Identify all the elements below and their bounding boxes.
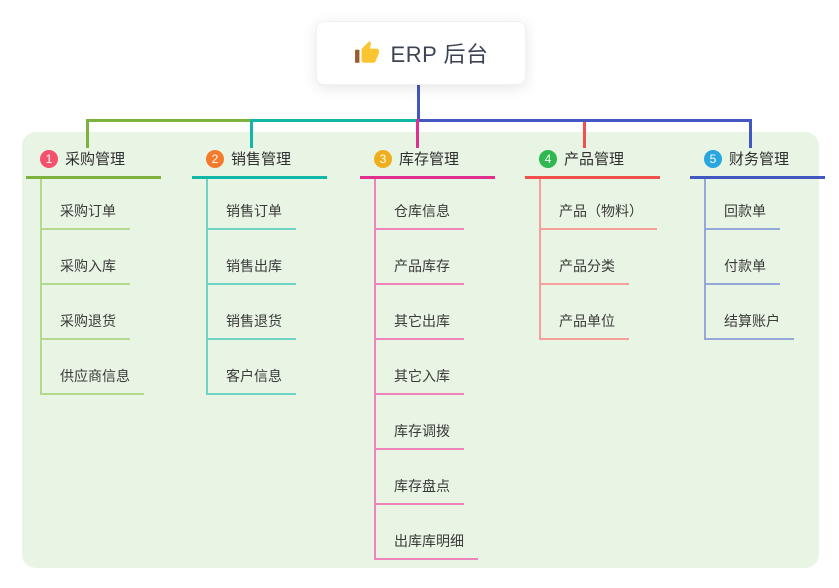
leaf-node[interactable]: 结算账户	[706, 285, 794, 340]
leaf-label: 采购订单	[60, 203, 116, 219]
branch-node[interactable]: 1 采购管理	[26, 148, 162, 179]
branch-label: 销售管理	[231, 151, 292, 168]
leaf-label: 其它入库	[394, 368, 450, 384]
connector-line	[419, 119, 752, 122]
leaf-node[interactable]: 采购退货	[42, 285, 130, 340]
leaf-node[interactable]: 回款单	[706, 179, 780, 230]
leaf-node[interactable]: 产品分类	[541, 230, 629, 285]
leaf-label: 客户信息	[226, 368, 282, 384]
leaf-node[interactable]: 采购入库	[42, 230, 130, 285]
branch-column: 1 采购管理采购订单采购入库采购退货供应商信息	[26, 148, 162, 395]
leaf-node[interactable]: 库存调拨	[376, 395, 464, 450]
leaf-label: 仓库信息	[394, 203, 450, 219]
branch-children: 仓库信息产品库存其它出库其它入库库存调拨库存盘点出库库明细	[374, 179, 495, 560]
leaf-label: 产品库存	[394, 258, 450, 274]
leaf-node[interactable]: 产品单位	[541, 285, 629, 340]
branch-label: 采购管理	[65, 151, 126, 168]
leaf-node[interactable]: 仓库信息	[376, 179, 464, 230]
leaf-node[interactable]: 其它出库	[376, 285, 464, 340]
branch-children: 销售订单销售出库销售退货客户信息	[206, 179, 327, 395]
branch-number-badge: 3	[374, 149, 392, 168]
branch-column: 4 产品管理产品（物料） 产品分类产品单位	[525, 148, 661, 340]
root-node[interactable]: ERP 后台	[316, 21, 526, 85]
leaf-node[interactable]: 供应商信息	[42, 340, 144, 395]
leaf-label: 结算账户	[724, 313, 780, 329]
leaf-node[interactable]: 产品库存	[376, 230, 464, 285]
branch-label: 产品管理	[564, 151, 625, 168]
root-title: ERP 后台	[390, 42, 489, 67]
leaf-label: 出库库明细	[394, 533, 464, 549]
mindmap-panel	[22, 132, 819, 568]
leaf-label: 采购入库	[60, 258, 116, 274]
leaf-node[interactable]: 销售退货	[208, 285, 296, 340]
leaf-node[interactable]: 销售订单	[208, 179, 296, 230]
leaf-label: 付款单	[724, 258, 766, 274]
thumbs-up-icon	[354, 41, 379, 63]
branch-children: 回款单付款单结算账户	[704, 179, 825, 340]
leaf-node[interactable]: 销售出库	[208, 230, 296, 285]
leaf-label: 回款单	[724, 203, 766, 219]
leaf-node[interactable]: 出库库明细	[376, 505, 478, 560]
leaf-node[interactable]: 采购订单	[42, 179, 130, 230]
leaf-node[interactable]: 客户信息	[208, 340, 296, 395]
connector-line	[250, 119, 253, 148]
leaf-label: 库存盘点	[394, 478, 450, 494]
leaf-label: 销售出库	[226, 258, 282, 274]
leaf-label: 销售订单	[226, 203, 282, 219]
branch-number-badge: 1	[40, 149, 58, 168]
connector-line	[250, 119, 420, 122]
leaf-label: 产品分类	[559, 258, 615, 274]
branch-column: 3 库存管理仓库信息产品库存其它出库其它入库库存调拨库存盘点出库库明细	[360, 148, 496, 560]
branch-children: 采购订单采购入库采购退货供应商信息	[40, 179, 161, 395]
leaf-label: 采购退货	[60, 313, 116, 329]
connector-line	[416, 119, 419, 148]
branch-number-badge: 5	[704, 149, 722, 168]
connector-line	[749, 119, 752, 148]
branch-column: 5 财务管理回款单付款单结算账户	[690, 148, 826, 340]
branch-node[interactable]: 5 财务管理	[690, 148, 826, 179]
leaf-node[interactable]: 其它入库	[376, 340, 464, 395]
branch-node[interactable]: 3 库存管理	[360, 148, 496, 179]
leaf-node[interactable]: 产品（物料）	[541, 179, 657, 230]
branch-node[interactable]: 2 销售管理	[192, 148, 328, 179]
connector-line	[583, 119, 586, 148]
branch-children: 产品（物料） 产品分类产品单位	[539, 179, 660, 340]
leaf-label: 库存调拨	[394, 423, 450, 439]
leaf-label: 销售退货	[226, 313, 282, 329]
branch-label: 库存管理	[399, 151, 460, 168]
branch-column: 2 销售管理销售订单销售出库销售退货客户信息	[192, 148, 328, 395]
leaf-label: 其它出库	[394, 313, 450, 329]
leaf-label: 供应商信息	[60, 368, 130, 384]
leaf-node[interactable]: 付款单	[706, 230, 780, 285]
branch-number-badge: 4	[539, 149, 557, 168]
branch-node[interactable]: 4 产品管理	[525, 148, 661, 179]
leaf-label: 产品（物料）	[559, 203, 643, 219]
leaf-label: 产品单位	[559, 313, 615, 329]
connector-line	[86, 119, 89, 148]
connector-line	[417, 83, 420, 122]
branch-number-badge: 2	[206, 149, 224, 168]
branch-label: 财务管理	[729, 151, 790, 168]
leaf-node[interactable]: 库存盘点	[376, 450, 464, 505]
